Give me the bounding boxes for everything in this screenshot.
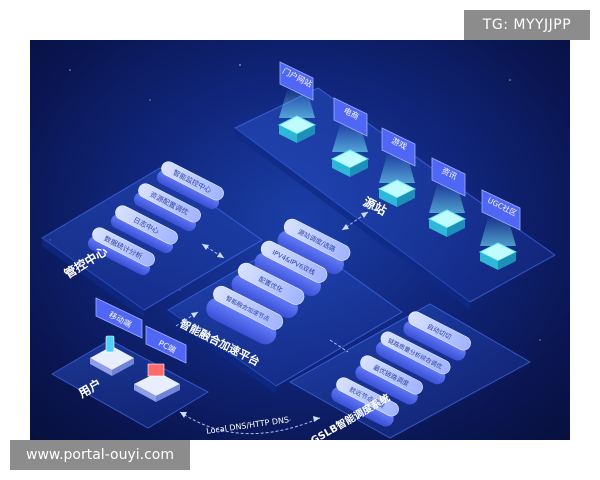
origin-tag-ecommerce: 电商 bbox=[333, 97, 368, 137]
origin-cube-4 bbox=[427, 185, 467, 237]
pc-device-icon bbox=[134, 363, 180, 402]
user-tag-pc: PC端 bbox=[145, 325, 187, 364]
acceleration-pill-4: 智能融合加速节点 bbox=[206, 285, 284, 345]
telegram-watermark: TG: MYYJJPP bbox=[464, 10, 590, 40]
origin-station-group: 门户网站 电商 游戏 资讯 UGC社区 源站 bbox=[234, 61, 556, 310]
website-watermark: www.portal-ouyi.com bbox=[10, 440, 190, 470]
origin-tag-news: 资讯 bbox=[431, 157, 466, 197]
gslb-pill-4: 就近节点调度 bbox=[331, 377, 399, 427]
management-center-group: 智能监控中心 资源配置调优 日志中心 数据统计分析 管控中心 bbox=[41, 161, 263, 318]
connector-arrowheads bbox=[180, 212, 368, 422]
origin-tag-games: 游戏 bbox=[381, 127, 416, 167]
acceleration-pill-3: 配置优化 bbox=[231, 262, 305, 319]
connector-accel-gslb bbox=[329, 339, 349, 353]
diagram-canvas: 门户网站 电商 游戏 资讯 UGC社区 源站 智能监控中心 bbox=[30, 40, 570, 440]
star-field bbox=[49, 64, 541, 421]
user-tag-mobile: 移动端 bbox=[95, 297, 143, 339]
origin-cube-5 bbox=[478, 218, 518, 270]
connector-users-gslb-dns bbox=[179, 411, 321, 435]
acceleration-pill-1: 源站调度/选路 bbox=[277, 218, 351, 275]
acceleration-pill-2: IPV4&IPV6双栈 bbox=[254, 240, 328, 297]
dns-link-label: Local DNS/HTTP DNS bbox=[206, 415, 290, 436]
management-pill-3: 日志中心 bbox=[110, 205, 178, 254]
gslb-pill-1: 自动切切 bbox=[403, 311, 471, 361]
phone-device-icon bbox=[90, 335, 134, 376]
origin-cube-1 bbox=[277, 90, 317, 143]
diagram-svg: 门户网站 电商 游戏 资讯 UGC社区 源站 智能监控中心 bbox=[41, 61, 556, 440]
users-group: 移动端 PC端 用户 bbox=[50, 297, 210, 429]
acceleration-platform-group: 源站调度/选路 IPV4&IPV6双栈 配置优化 智能融合加速节点 智能融合加速… bbox=[167, 218, 403, 394]
